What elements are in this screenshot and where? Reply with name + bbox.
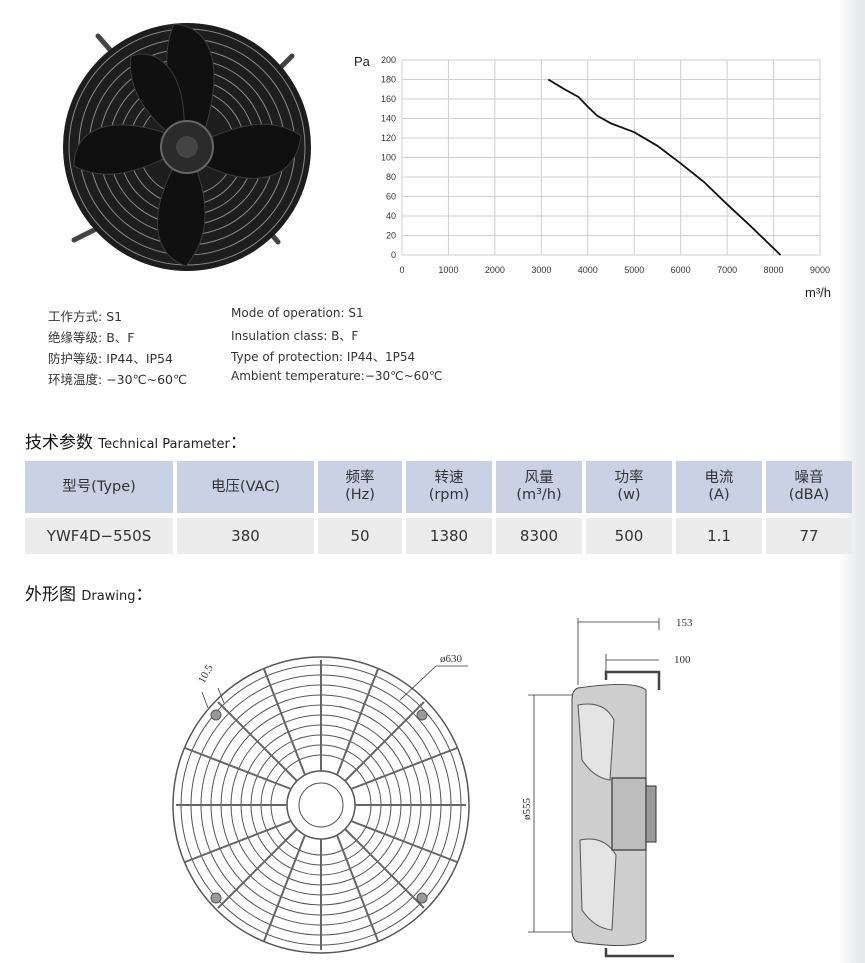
x-axis: 0 1000 2000 3000 4000 5000 6000 7000 8000 9000 (399, 265, 830, 275)
cell-type: YWF4D−550S (25, 518, 173, 554)
mounting-bracket (95, 33, 115, 55)
y-tick-label: 100 (381, 153, 396, 163)
dim-total-depth: 153 (676, 617, 693, 629)
x-tick-label: 6000 (671, 265, 691, 275)
x-tick-label: 8000 (764, 265, 784, 275)
grille-spokes (176, 660, 466, 950)
x-tick-label: 7000 (717, 265, 737, 275)
header-voltage: 电压(VAC) (177, 461, 314, 513)
y-tick-label: 160 (381, 94, 396, 104)
x-tick-label: 9000 (810, 265, 830, 275)
motor-cap-side (645, 785, 657, 843)
dim-diameter: ø630 (440, 653, 463, 665)
spec-protection-en: Type of protection: IP44、1P54 (231, 350, 416, 364)
fan-blade-side (577, 703, 615, 781)
fan-blade (156, 146, 206, 267)
dim-partial-depth: 100 (674, 654, 691, 666)
mounting-bracket (71, 227, 97, 243)
y-tick-label: 40 (386, 211, 396, 221)
spec-insulation-cn: 绝缘等级: B、F (48, 330, 135, 345)
y-axis: 0 20 40 60 80 100 120 140 160 180 200 (381, 55, 396, 260)
y-tick-label: 60 (386, 192, 396, 202)
fan-blade (129, 53, 188, 149)
x-axis-label: m³/h (805, 285, 831, 300)
motor-body-side (611, 777, 647, 851)
spec-insulation-en: Insulation class: B、F (231, 329, 359, 343)
hub-inner (298, 782, 344, 828)
x-tick-label: 5000 (624, 265, 644, 275)
spec-temperature-en: Ambient temperature:−30℃~60℃ (231, 369, 443, 383)
mounting-bracket-side (604, 670, 674, 958)
chart-grid (401, 59, 821, 256)
y-tick-label: 20 (386, 231, 396, 241)
dim-blade-tip: 10.5 (196, 662, 216, 685)
motor-shaft (176, 136, 198, 158)
cell-noise: 77 (766, 518, 852, 554)
cell-voltage: 380 (177, 518, 314, 554)
tech-parameter-heading: 技术参数 Technical Parameter： (25, 433, 247, 453)
spec-operation-en: Mode of operation: S1 (231, 306, 364, 320)
fan-photo-image (63, 23, 311, 271)
parameter-table: 型号(Type) 电压(VAC) 频率(Hz) 转速(rpm) 风量(m³/h)… (21, 461, 856, 554)
y-tick-label: 120 (381, 133, 396, 143)
header-power: 功率(w) (586, 461, 672, 513)
hub-ring (286, 770, 356, 840)
spec-operation-cn: 工作方式: S1 (48, 309, 123, 324)
dim-inner-diameter: ø555 (521, 798, 533, 821)
cell-frequency: 50 (318, 518, 402, 554)
front-view-drawing: 10.5 ø630 (172, 653, 470, 954)
header-airflow: 风量(m³/h) (496, 461, 582, 513)
side-view-drawing: 153 100 ø555 (521, 617, 693, 958)
table-row: YWF4D−550S 380 50 1380 8300 500 1.1 77 (25, 518, 852, 554)
header-frequency: 频率(Hz) (318, 461, 402, 513)
cell-power: 500 (586, 518, 672, 554)
y-axis-label: Pa (354, 54, 371, 69)
y-tick-label: 200 (381, 55, 396, 65)
cell-current: 1.1 (676, 518, 762, 554)
dim-line-diameter (399, 665, 437, 701)
y-tick-label: 80 (386, 172, 396, 182)
header-current: 电流(A) (676, 461, 762, 513)
x-tick-label: 2000 (485, 265, 505, 275)
fan-blade (73, 124, 188, 175)
dim-line-blade-tip (201, 691, 209, 709)
cell-airflow: 8300 (496, 518, 582, 554)
outer-ring (172, 656, 470, 954)
cell-speed: 1380 (406, 518, 492, 554)
x-tick-label: 1000 (438, 265, 458, 275)
performance-chart: 0 20 40 60 80 100 120 140 160 180 200 0 1000 2000 300… (354, 54, 831, 300)
fan-blade-side (579, 838, 617, 931)
spec-protection-cn: 防护等级: IP44、IP54 (48, 351, 173, 366)
mounting-holes (210, 709, 428, 904)
y-tick-label: 140 (381, 114, 396, 124)
table-header-row: 型号(Type) 电压(VAC) 频率(Hz) 转速(rpm) 风量(m³/h)… (25, 461, 852, 513)
spec-temperature-cn: 环境温度: −30℃~60℃ (48, 372, 188, 387)
header-noise: 噪音(dBA) (766, 461, 852, 513)
header-type: 型号(Type) (25, 461, 173, 513)
x-tick-label: 3000 (531, 265, 551, 275)
y-tick-label: 0 (391, 250, 396, 260)
drawing-heading: 外形图 Drawing： (25, 585, 153, 605)
header-speed: 转速(rpm) (406, 461, 492, 513)
fan-blade (186, 123, 302, 179)
x-axis-label-text: m³/h (805, 285, 831, 300)
y-tick-label: 180 (381, 75, 396, 85)
x-tick-label: 4000 (578, 265, 598, 275)
series-line (547, 78, 782, 256)
x-tick-label: 0 (399, 265, 404, 275)
